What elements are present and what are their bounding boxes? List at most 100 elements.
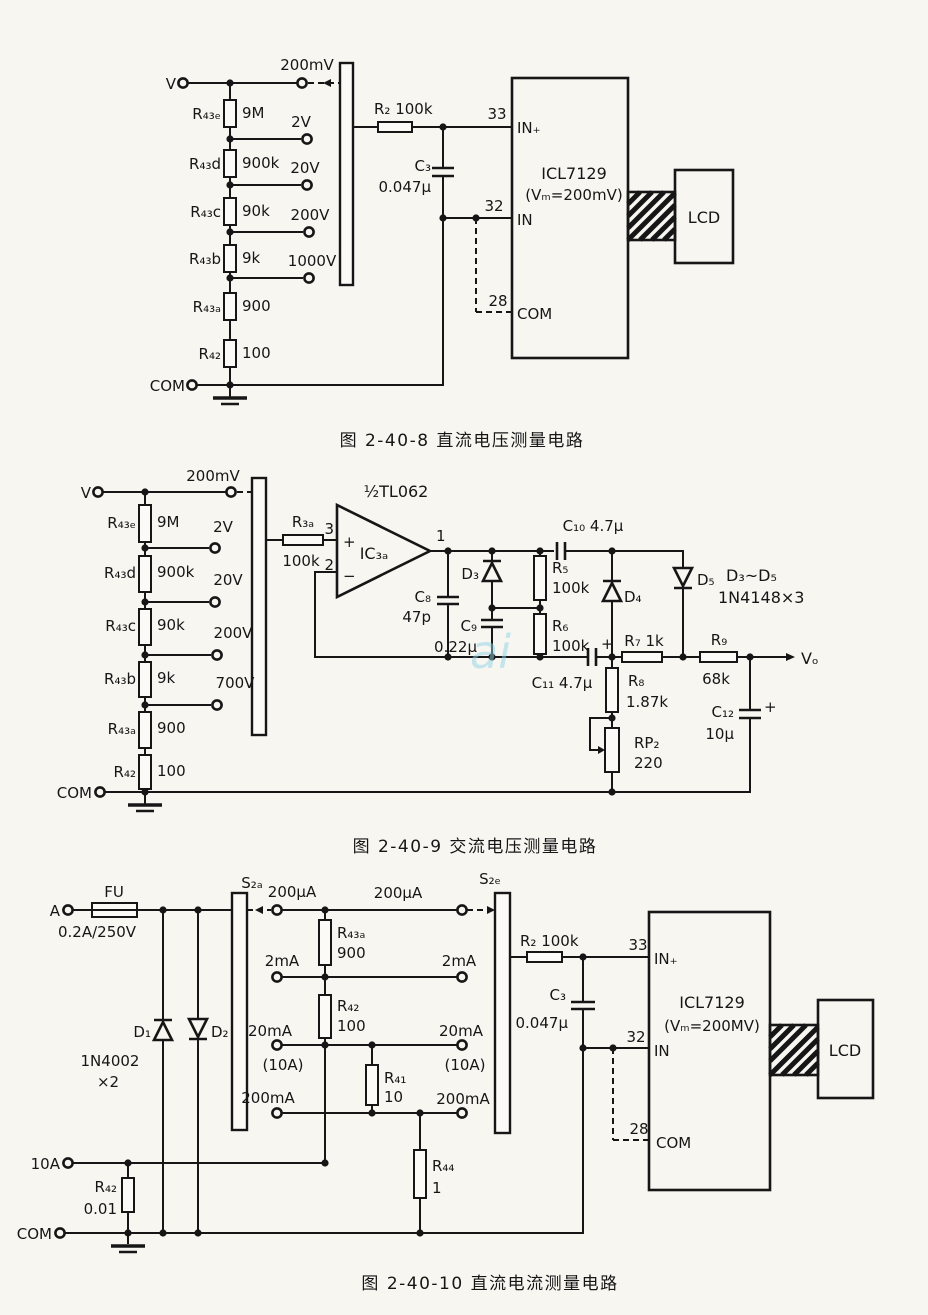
fig2-c11-label: C₁₁ 4.7μ <box>532 674 593 692</box>
fig1-terminal-200v <box>303 226 315 238</box>
fig2-terminal-2v <box>209 542 221 554</box>
fig2-capacitor-c8 <box>437 550 459 658</box>
fig3-right-terminal-2ma <box>456 971 468 983</box>
fig1-capacitor-c3 <box>432 126 454 219</box>
fig1-com-label: COM <box>150 377 185 395</box>
fig2-diode-note-1: D₃~D₅ <box>726 566 777 585</box>
fig3-s2a-label: S₂ₐ <box>241 874 262 892</box>
fig2-r43c-name: R₄₃c <box>105 617 136 635</box>
fig1-resistor-r43d <box>223 149 237 178</box>
fig1-caption: 图 2-40-8 直流电压测量电路 <box>340 431 585 451</box>
fig2-opamp-pin2: 2 <box>324 556 334 574</box>
fig2-r42-value: 100 <box>157 762 186 780</box>
fig2-opamp-plus: + <box>343 533 356 551</box>
fig3-resistor-r44 <box>413 1112 427 1234</box>
fig2-terminal-200v <box>211 649 223 661</box>
fig1-r2-label: R₂ 100k <box>374 100 433 118</box>
fig3-r42-value: 100 <box>337 1017 366 1035</box>
fig2-c12-value: 10μ <box>705 725 734 743</box>
fig1-r43e-name: R₄₃ₑ <box>192 105 221 123</box>
fig3-lcd-label: LCD <box>829 1041 861 1060</box>
fig2-opamp-type: ½TL062 <box>364 482 429 501</box>
fig2-r6-value: 100k <box>552 637 590 655</box>
fig2-vo-label: Vₒ <box>801 649 819 668</box>
fig3-left-terminal-20ma <box>271 1039 283 1051</box>
fig3-caption: 图 2-40-10 直流电流测量电路 <box>361 1274 618 1294</box>
fig2-resistor-r8 <box>605 656 619 729</box>
fig3-d1-label: D₁ <box>133 1023 151 1041</box>
fig2-d5-label: D₅ <box>697 571 715 589</box>
fig1-display-bus <box>626 190 677 242</box>
fig2-r3a-value: 100k <box>282 552 320 570</box>
fig1-resistor-r2 <box>377 121 413 133</box>
fig1-c3-name: C₃ <box>415 157 432 175</box>
fig2-r5-value: 100k <box>552 579 590 597</box>
fig2-resistor-r42 <box>138 754 152 790</box>
fig3-com-label: COM <box>17 1225 52 1243</box>
fig3-r44-name: R₄₄ <box>432 1157 454 1175</box>
fig2-resistor-r5 <box>533 555 547 601</box>
fig1-terminal-2v <box>301 133 313 145</box>
fig2-com-label: COM <box>57 784 92 802</box>
fig2-terminal-700v <box>211 699 223 711</box>
fig3-a-label: A <box>50 902 61 920</box>
fig1-resistor-r43e <box>223 99 237 128</box>
fig3-pin-in: IN <box>654 1042 670 1060</box>
fig3-right-tap-200ua: 200μA <box>374 884 423 902</box>
fig1-r43a-name: R₄₃ₐ <box>193 298 221 316</box>
fig3-right-tap-200ma: 200mA <box>436 1090 490 1108</box>
fig2-terminal-20v <box>209 596 221 608</box>
fig1-r42-value: 100 <box>242 344 271 362</box>
fig2-resistor-r43d <box>138 555 152 593</box>
fig1-r42-name: R₄₂ <box>199 345 221 363</box>
fig1-tap-1000v: 1000V <box>288 252 337 270</box>
fig1-r43a-value: 900 <box>242 297 271 315</box>
fig2-diode-d4 <box>600 550 624 658</box>
fig3-r41-value: 10 <box>384 1088 403 1106</box>
fig1-resistor-r43b <box>223 244 237 273</box>
fig3-wiper-arrow-right-icon <box>487 906 495 914</box>
fig1-terminal-200mv <box>296 77 308 89</box>
fig3-pin28: 28 <box>629 1120 648 1138</box>
fig2-r43a-value: 900 <box>157 719 186 737</box>
fig2-r43e-name: R₄₃ₑ <box>107 514 136 532</box>
fig2-resistor-r6 <box>533 613 547 655</box>
fig3-right-terminal-200ma <box>456 1107 468 1119</box>
fig1-r43c-name: R₄₃c <box>190 203 221 221</box>
fig1-terminal-20v <box>301 179 313 191</box>
fig1-pin28: 28 <box>488 292 507 310</box>
fig3-r2-label: R₂ 100k <box>520 932 579 950</box>
fig1-tap-200mv: 200mV <box>280 56 334 74</box>
fig3-pin-in-plus: IN₊ <box>654 950 678 968</box>
fig2-c12-name: C₁₂ <box>712 703 735 721</box>
fig2-r43b-name: R₄₃b <box>104 670 136 688</box>
fig3-wiper-arrow-left-icon <box>255 906 263 914</box>
fig3-fuse-fu <box>91 902 138 918</box>
fig1-r43b-value: 9k <box>242 249 261 267</box>
fig3-left-terminal-2ma <box>271 971 283 983</box>
fig2-r9-value: 68k <box>702 670 730 688</box>
fig2-potentiometer-rp2 <box>589 717 620 793</box>
fig2-r7-label: R₇ 1k <box>624 632 664 650</box>
fig3-s2e-label: S₂ₑ <box>479 870 501 888</box>
fig3-fu-rating: 0.2A/250V <box>58 923 137 941</box>
fig2-r8-name: R₈ <box>628 672 644 690</box>
fig1-ic-subtitle: (Vₘ=200mV) <box>525 186 622 204</box>
fig3-capacitor-c3 <box>571 956 595 1049</box>
fig3-left-tap-200ma: 200mA <box>241 1089 295 1107</box>
fig1-lcd-label: LCD <box>688 208 720 227</box>
fig2-rp2-value: 220 <box>634 754 663 772</box>
fig2-r43b-value: 9k <box>157 669 176 687</box>
fig2-ac-voltage-circuit: V 200mV R₄₃ₑ 9M 2V R₄₃d 900k 20V R₄₃c 90… <box>57 467 819 857</box>
fig3-left-tap-2ma: 2mA <box>265 952 300 970</box>
fig2-r6-name: R₆ <box>552 617 568 635</box>
fig1-terminal-v <box>177 77 189 89</box>
fig3-r43a-name: R₄₃ₐ <box>337 924 365 942</box>
fig3-pin33: 33 <box>628 936 647 954</box>
fig2-r42-name: R₄₂ <box>114 763 136 781</box>
fig3-c3-value: 0.047μ <box>516 1014 569 1032</box>
fig3-terminal-com <box>54 1227 66 1239</box>
fig2-r43e-value: 9M <box>157 513 180 531</box>
fig2-c8-value: 47p <box>402 608 431 626</box>
